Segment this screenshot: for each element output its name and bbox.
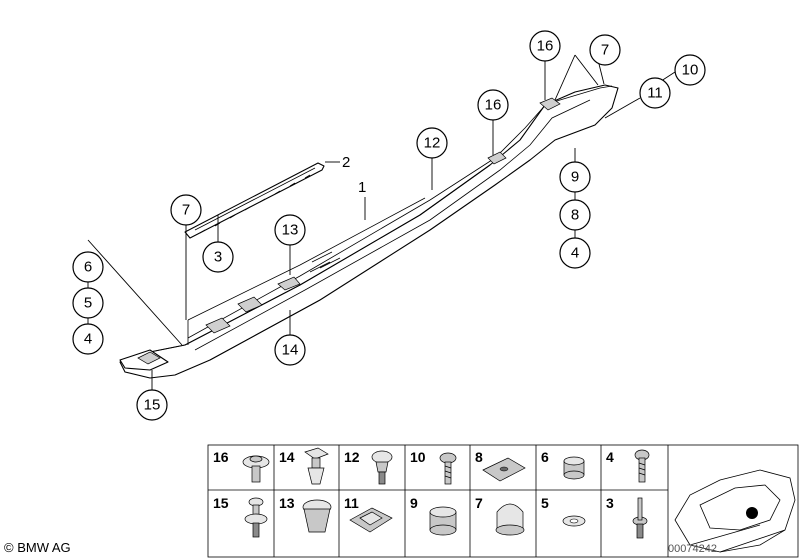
svg-text:5: 5 bbox=[84, 295, 92, 312]
callout-3: 3 bbox=[202, 241, 234, 273]
clip-thumb-14 bbox=[304, 447, 329, 485]
pad-thumb-8 bbox=[482, 457, 526, 482]
callout-7-left: 7 bbox=[170, 194, 202, 226]
callout-6: 6 bbox=[72, 251, 104, 283]
svg-text:9: 9 bbox=[571, 169, 579, 186]
svg-text:13: 13 bbox=[282, 222, 299, 239]
cell-number-3: 3 bbox=[606, 495, 614, 511]
seal-strip bbox=[184, 162, 325, 239]
svg-text:16: 16 bbox=[537, 38, 554, 55]
svg-text:15: 15 bbox=[144, 397, 161, 414]
push-rivet-thumb-16 bbox=[242, 455, 270, 483]
svg-text:6: 6 bbox=[84, 259, 92, 276]
cell-number-14: 14 bbox=[279, 449, 295, 465]
callout-15: 15 bbox=[136, 389, 168, 421]
screw-thumb-10 bbox=[439, 452, 457, 485]
cell-number-8: 8 bbox=[475, 449, 483, 465]
cell-number-7: 7 bbox=[475, 495, 483, 511]
callout-9: 9 bbox=[559, 161, 591, 193]
cell-number-9: 9 bbox=[410, 495, 418, 511]
svg-text:4: 4 bbox=[571, 245, 579, 262]
cap-nut-thumb-7 bbox=[495, 503, 525, 536]
cell-number-12: 12 bbox=[344, 449, 360, 465]
spring-nut-thumb-11 bbox=[349, 507, 393, 533]
grommet-thumb-6 bbox=[563, 456, 585, 480]
clip-nut-thumb-13 bbox=[302, 499, 332, 533]
svg-text:16: 16 bbox=[485, 97, 502, 114]
cell-number-10: 10 bbox=[410, 449, 426, 465]
callout-10: 10 bbox=[674, 54, 706, 86]
label-1: 1 bbox=[358, 179, 366, 196]
rivet-thumb-15 bbox=[244, 497, 268, 538]
callout-12: 12 bbox=[416, 127, 448, 159]
callout-5: 5 bbox=[72, 287, 104, 319]
bolt-thumb-4 bbox=[634, 449, 650, 483]
copyright: © BMW AG bbox=[4, 540, 71, 555]
svg-text:14: 14 bbox=[282, 342, 299, 359]
svg-text:7: 7 bbox=[182, 202, 190, 219]
cell-number-5: 5 bbox=[541, 495, 549, 511]
parts-table: 16 14 12 10 8 6 4 15 13 11 9 7 5 3 bbox=[207, 444, 799, 558]
grommet-thumb-9 bbox=[429, 506, 457, 536]
cell-number-11: 11 bbox=[344, 495, 359, 511]
svg-text:4: 4 bbox=[84, 331, 92, 348]
svg-text:7: 7 bbox=[601, 42, 609, 59]
expanding-pin-thumb-3 bbox=[632, 497, 648, 539]
cell-number-4: 4 bbox=[606, 449, 614, 465]
doc-number: 00074242 bbox=[668, 543, 717, 555]
callout-14: 14 bbox=[274, 334, 306, 366]
svg-text:8: 8 bbox=[571, 207, 579, 224]
svg-text:10: 10 bbox=[682, 62, 699, 79]
cell-number-6: 6 bbox=[541, 449, 549, 465]
svg-text:12: 12 bbox=[424, 135, 441, 152]
callout-13: 13 bbox=[274, 214, 306, 246]
callout-16-top: 16 bbox=[529, 30, 561, 62]
callout-11: 11 bbox=[639, 77, 671, 109]
washer-thumb-5 bbox=[562, 515, 586, 527]
callout-7-top: 7 bbox=[589, 34, 621, 66]
svg-text:11: 11 bbox=[647, 85, 663, 102]
car-locator-thumb bbox=[674, 469, 796, 553]
svg-text:3: 3 bbox=[214, 249, 222, 266]
side-sill-trim bbox=[119, 84, 619, 379]
callout-4-right: 4 bbox=[559, 237, 591, 269]
expanding-rivet-thumb-12 bbox=[371, 450, 393, 485]
location-marker-icon bbox=[746, 507, 758, 519]
cell-number-15: 15 bbox=[213, 495, 229, 511]
cell-number-13: 13 bbox=[279, 495, 295, 511]
label-2: 2 bbox=[342, 154, 350, 171]
callout-4-left: 4 bbox=[72, 323, 104, 355]
callout-16-mid: 16 bbox=[477, 89, 509, 121]
callout-8: 8 bbox=[559, 199, 591, 231]
cell-number-16: 16 bbox=[213, 449, 229, 465]
